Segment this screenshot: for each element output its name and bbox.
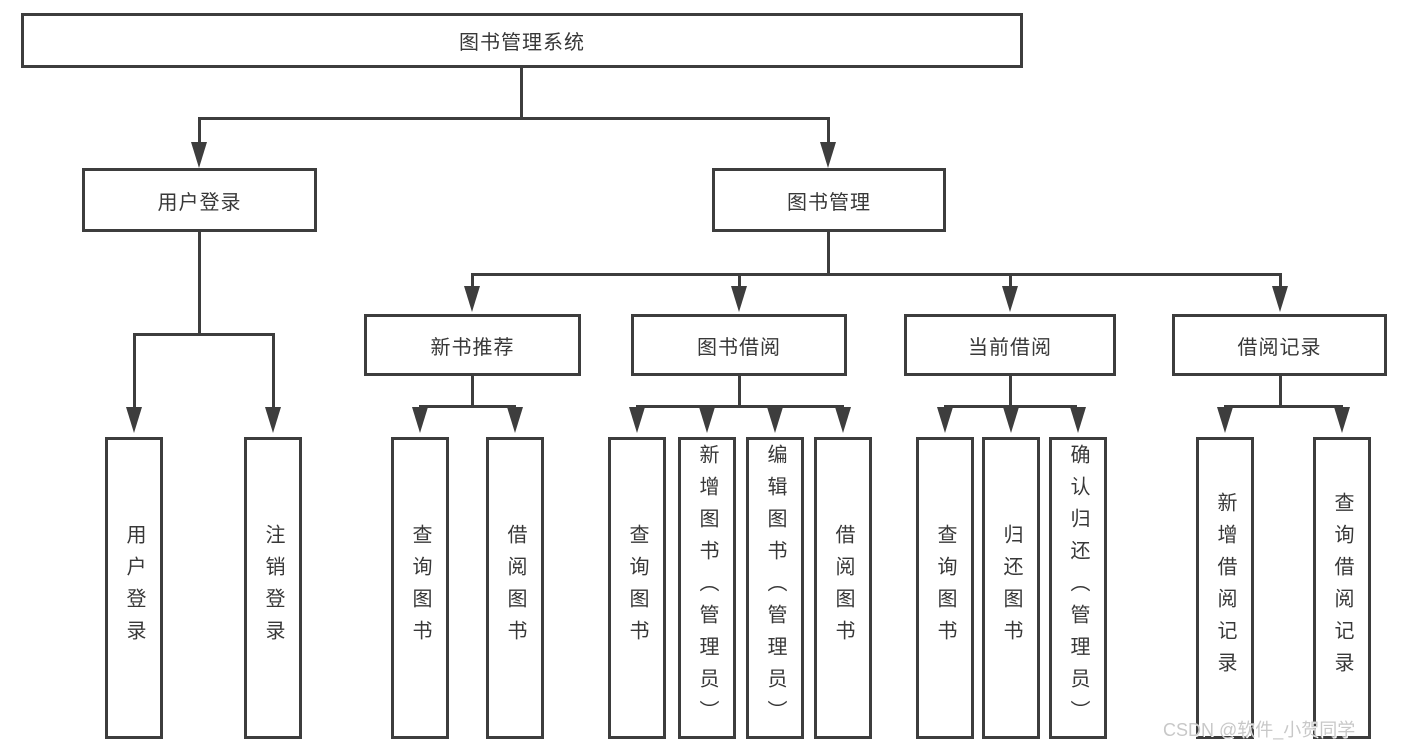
connector-line: [198, 230, 201, 336]
node-current-borrowing: 当前借阅: [904, 314, 1116, 376]
connector-line: [471, 273, 1282, 276]
leaf-query-books-borrow: 查询图书: [608, 437, 666, 739]
node-label: 图书管理: [787, 191, 871, 214]
node-label: 图书借阅: [697, 336, 781, 359]
arrowhead-icon: [412, 407, 428, 433]
connector-line: [1224, 405, 1343, 408]
node-label: 新书推荐: [430, 336, 515, 359]
arrowhead-icon: [507, 407, 523, 433]
arrowhead-icon: [1002, 286, 1018, 312]
leaf-borrow-books: 借阅图书: [814, 437, 872, 739]
leaf-borrow-books-recommend: 借阅图书: [486, 437, 544, 739]
leaf-add-borrow-record: 新增借阅记录: [1196, 437, 1254, 739]
node-book-management: 图书管理: [712, 168, 946, 232]
leaf-return-book: 归还图书: [982, 437, 1040, 739]
leaf-query-books-recommend: 查询图书: [391, 437, 449, 739]
node-label: 编辑图书（管理员）: [764, 444, 786, 732]
arrowhead-icon: [629, 407, 645, 433]
connector-line: [133, 333, 136, 411]
node-label: 查询图书: [934, 524, 956, 652]
arrowhead-icon: [937, 407, 953, 433]
node-book-borrowing: 图书借阅: [631, 314, 847, 376]
connector-line: [1279, 273, 1282, 287]
node-label: 借阅图书: [504, 524, 526, 652]
connector-line: [272, 333, 275, 411]
connector-line: [471, 374, 474, 408]
node-label: 新增图书（管理员）: [696, 444, 718, 732]
node-user-login: 用户登录: [82, 168, 317, 232]
node-label: 查询借阅记录: [1331, 492, 1353, 684]
connector-line: [636, 405, 844, 408]
arrowhead-icon: [1003, 407, 1019, 433]
node-label: 查询图书: [409, 524, 431, 652]
node-label: 借阅记录: [1237, 336, 1322, 359]
node-borrowing-records: 借阅记录: [1172, 314, 1387, 376]
leaf-query-borrow-record: 查询借阅记录: [1313, 437, 1371, 739]
connector-line: [471, 273, 474, 287]
connector-line: [198, 117, 201, 145]
arrowhead-icon: [191, 142, 207, 168]
arrowhead-icon: [464, 286, 480, 312]
connector-line: [1009, 374, 1012, 408]
leaf-query-books-current: 查询图书: [916, 437, 974, 739]
arrowhead-icon: [1070, 407, 1086, 433]
leaf-confirm-return-admin: 确认归还（管理员）: [1049, 437, 1107, 739]
leaf-edit-book-admin: 编辑图书（管理员）: [746, 437, 804, 739]
connector-line: [827, 117, 830, 145]
node-label: 图书管理系统: [459, 32, 585, 54]
node-label: 确认归还（管理员）: [1067, 444, 1089, 732]
arrowhead-icon: [1272, 286, 1288, 312]
connector-line: [419, 405, 516, 408]
arrowhead-icon: [126, 407, 142, 433]
connector-line: [827, 230, 830, 276]
node-new-book-recommend: 新书推荐: [364, 314, 581, 376]
arrowhead-icon: [1334, 407, 1350, 433]
arrowhead-icon: [265, 407, 281, 433]
node-label: 用户登录: [123, 524, 145, 652]
connector-line: [738, 273, 741, 287]
node-label: 用户登录: [157, 191, 242, 214]
node-label: 注销登录: [262, 524, 284, 652]
arrowhead-icon: [699, 407, 715, 433]
node-label: 归还图书: [1000, 524, 1022, 652]
leaf-logout: 注销登录: [244, 437, 302, 739]
node-label: 新增借阅记录: [1214, 492, 1236, 684]
connector-line: [133, 333, 275, 336]
arrowhead-icon: [731, 286, 747, 312]
node-library-system: 图书管理系统: [21, 13, 1023, 68]
connector-line: [520, 66, 523, 120]
node-label: 当前借阅: [968, 336, 1052, 359]
leaf-user-login: 用户登录: [105, 437, 163, 739]
arrowhead-icon: [820, 142, 836, 168]
arrowhead-icon: [767, 407, 783, 433]
connector-line: [944, 405, 1077, 408]
arrowhead-icon: [835, 407, 851, 433]
node-label: 借阅图书: [832, 524, 854, 652]
arrowhead-icon: [1217, 407, 1233, 433]
watermark: CSDN @软件_小贺同学: [1163, 720, 1356, 740]
connector-line: [738, 374, 741, 408]
node-label: 查询图书: [626, 524, 648, 652]
connector-line: [1009, 273, 1012, 287]
connector-line: [198, 117, 830, 120]
leaf-add-book-admin: 新增图书（管理员）: [678, 437, 736, 739]
connector-line: [1279, 374, 1282, 408]
